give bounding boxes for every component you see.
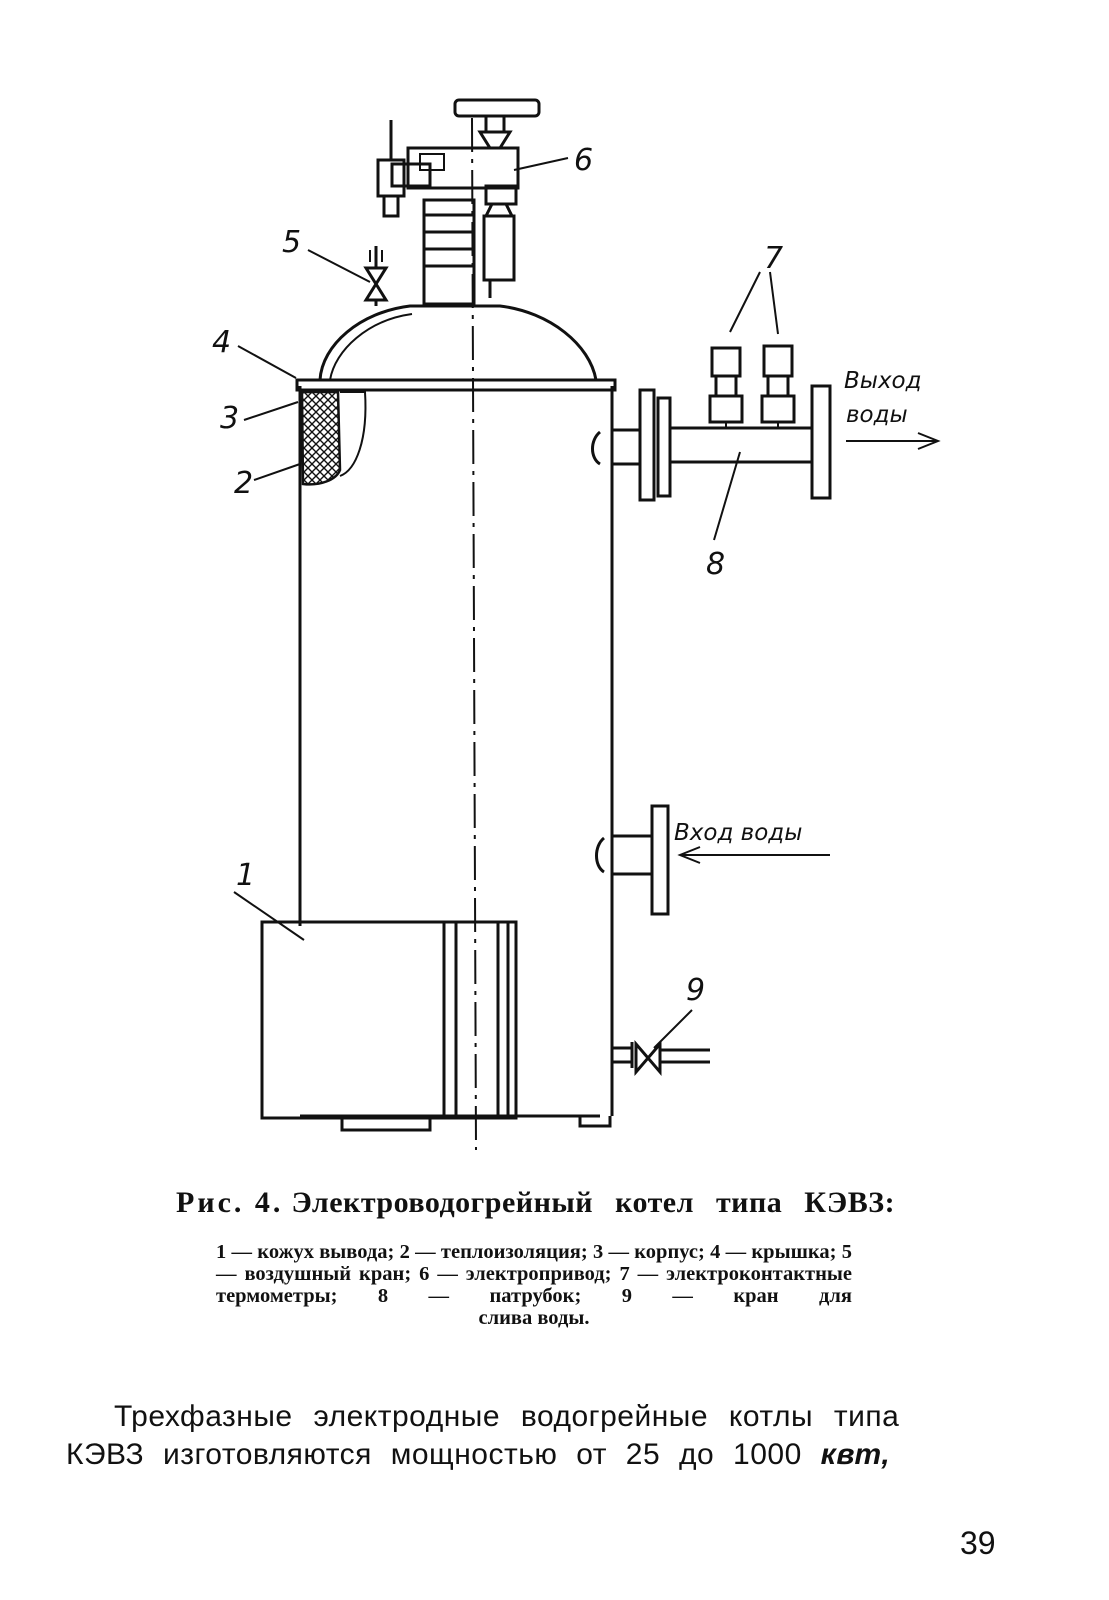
label-5: 5 bbox=[282, 225, 301, 260]
insulation-hatch bbox=[300, 390, 342, 486]
outlet-pipe bbox=[591, 428, 640, 466]
water-out-arrow bbox=[846, 432, 941, 450]
water-in-arrow bbox=[677, 846, 830, 864]
inlet-flange bbox=[650, 804, 670, 916]
thermometer-2 bbox=[762, 344, 794, 378]
body-line-2-text: КЭВЗ изготовляются мощностью от 25 до 10… bbox=[66, 1438, 802, 1471]
body-unit: квт, bbox=[820, 1438, 891, 1471]
water-out-label-line1: Выход bbox=[844, 368, 922, 394]
handwheel bbox=[453, 98, 541, 118]
drain-valve bbox=[612, 1039, 710, 1077]
body-line-1: Трехфазные электродные водогрейные котлы… bbox=[114, 1400, 900, 1433]
figure-caption: Рис. 4. Электроводогрейный котел типа КЭ… bbox=[176, 1186, 1036, 1220]
label-1: 1 bbox=[236, 858, 255, 893]
drive-neck bbox=[422, 198, 476, 306]
page-number: 39 bbox=[960, 1525, 996, 1561]
water-in-label: Вход воды bbox=[674, 820, 802, 846]
legend-last-line: слива воды. bbox=[478, 1307, 590, 1329]
thermometer-1 bbox=[710, 346, 742, 378]
boiler-body bbox=[298, 386, 614, 1118]
electric-drive bbox=[406, 146, 520, 190]
legend-text: 1 — кожух вывода; 2 — теплоизоляция; 3 —… bbox=[216, 1241, 852, 1307]
figure-title: Электроводогрейный котел типа КЭВЗ: bbox=[291, 1186, 896, 1219]
air-valve bbox=[363, 246, 389, 306]
terminal-casing bbox=[260, 920, 518, 1120]
water-out-label-line2: воды bbox=[846, 402, 908, 428]
boiler-lid-flange bbox=[295, 378, 617, 392]
boiler-diagram: 1 2 3 4 5 6 7 8 9 Выход воды Вход воды bbox=[212, 98, 941, 1151]
figure-number: Рис. 4. bbox=[176, 1186, 284, 1219]
figure-legend: 1 — кожух вывода; 2 — теплоизоляция; 3 —… bbox=[216, 1241, 852, 1329]
label-3: 3 bbox=[220, 401, 239, 436]
drive-weight bbox=[482, 214, 516, 282]
boiler-dome bbox=[318, 304, 598, 381]
inlet-pipe bbox=[595, 834, 652, 876]
label-8: 8 bbox=[706, 547, 725, 582]
boiler-feet bbox=[340, 1116, 612, 1132]
body-line-2: КЭВЗ изготовляются мощностью от 25 до 10… bbox=[66, 1436, 1010, 1474]
body-paragraph: Трехфазные электродные водогрейные котлы… bbox=[66, 1398, 1010, 1474]
label-4: 4 bbox=[212, 325, 231, 360]
label-2: 2 bbox=[234, 466, 253, 501]
label-7: 7 bbox=[764, 241, 783, 276]
outlet-flange bbox=[810, 384, 832, 500]
label-9: 9 bbox=[686, 973, 705, 1008]
label-6: 6 bbox=[574, 143, 593, 178]
